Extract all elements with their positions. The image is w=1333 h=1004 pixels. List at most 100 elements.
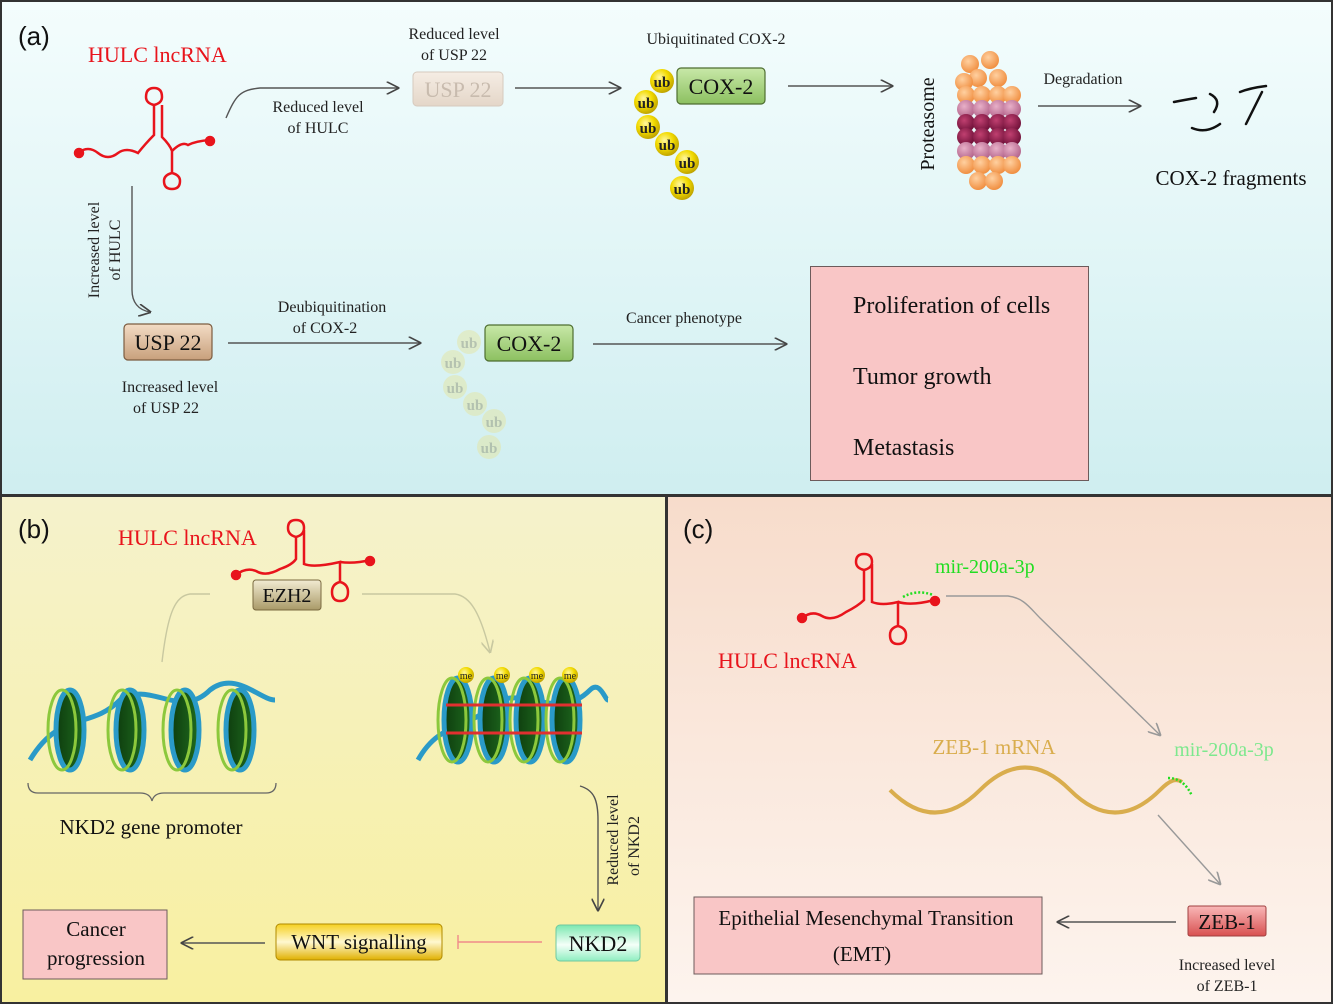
outcome-proliferation: Proliferation of cells bbox=[853, 293, 1051, 319]
arrow-ezh2-left bbox=[161, 593, 210, 663]
ubiquitinated-cox2-label: Ubiquitinated COX-2 bbox=[646, 31, 785, 48]
reduced-hulc-line2: of HULC bbox=[288, 120, 349, 137]
methyl-marks: me me me me bbox=[458, 667, 578, 683]
arrow-ezh2-right bbox=[362, 593, 490, 652]
arrow-mir-release bbox=[946, 595, 1160, 735]
reduced-usp22-line2: of USP 22 bbox=[421, 47, 487, 64]
mir-bound-hulc bbox=[902, 591, 934, 599]
panel-a-lncrna-title: HULC lncRNA bbox=[88, 42, 227, 67]
proteasome-core bbox=[957, 114, 1021, 146]
wnt-box bbox=[275, 923, 443, 961]
proteasome-label: Proteasome bbox=[917, 77, 939, 170]
svg-text:me: me bbox=[496, 671, 509, 682]
nucleosome-3 bbox=[168, 687, 202, 773]
ezh2-box bbox=[252, 579, 322, 611]
mir-bottom-label: mir-200a-3p bbox=[1174, 739, 1274, 761]
zeb1-label: ZEB-1 bbox=[1198, 910, 1255, 934]
proteasome-pink-ring-bottom bbox=[957, 142, 1021, 160]
increased-hulc-line2: of HULC bbox=[107, 220, 124, 281]
cancer-line2: progression bbox=[47, 946, 145, 970]
zeb-mrna-label: ZEB-1 mRNA bbox=[932, 735, 1056, 759]
wnt-label: WNT signalling bbox=[291, 930, 427, 954]
increased-zeb1-line1: Increased level bbox=[1179, 957, 1276, 974]
svg-text:ub: ub bbox=[638, 96, 655, 112]
emt-line2: (EMT) bbox=[833, 942, 891, 966]
increased-usp22-line1: Increased level bbox=[122, 379, 219, 396]
outcome-metastasis: Metastasis bbox=[853, 435, 955, 461]
ub-chain-bright: ub ub ub ub ub ub bbox=[634, 69, 699, 200]
usp22-label: USP 22 bbox=[134, 330, 201, 355]
mir-bound-zeb1 bbox=[1167, 776, 1194, 797]
svg-text:ub: ub bbox=[679, 156, 696, 172]
usp22-faded-box bbox=[412, 71, 504, 107]
usp22-faded-label: USP 22 bbox=[424, 77, 491, 102]
arrow-reduced-nkd2 bbox=[579, 785, 598, 910]
panel-b-hulc-rna-icon bbox=[230, 518, 376, 603]
reduced-nkd2-line2: of NKD2 bbox=[626, 816, 643, 876]
cox2-label-deubiquitinated: COX-2 bbox=[497, 331, 562, 356]
cox2-label-ubiquitinated: COX-2 bbox=[689, 74, 754, 99]
arrow-reduced-hulc bbox=[225, 88, 398, 119]
svg-text:ub: ub bbox=[447, 381, 464, 397]
svg-text:ub: ub bbox=[640, 121, 657, 137]
inhibition-nkd2-wnt bbox=[457, 935, 542, 949]
svg-text:ub: ub bbox=[674, 182, 691, 198]
increased-hulc-line1: Increased level bbox=[86, 201, 103, 298]
nucleosomes-unmethylated bbox=[27, 680, 276, 773]
reduced-nkd2-line1: Reduced level bbox=[605, 794, 622, 886]
increased-usp22-line2: of USP 22 bbox=[133, 400, 199, 417]
promoter-brace bbox=[27, 782, 277, 802]
deubiquitination-line1: Deubiquitination bbox=[278, 299, 386, 316]
panel-b-label: (b) bbox=[18, 514, 50, 544]
nucleosome-1 bbox=[53, 687, 87, 773]
svg-text:ub: ub bbox=[486, 415, 503, 431]
svg-text:ub: ub bbox=[654, 75, 671, 91]
svg-text:me: me bbox=[564, 671, 577, 682]
reduced-hulc-line1: Reduced level bbox=[272, 99, 364, 116]
panel-a-label: (a) bbox=[18, 21, 50, 51]
cancer-progression-box bbox=[22, 909, 168, 980]
cox2-fragments-label: COX-2 fragments bbox=[1155, 166, 1306, 190]
svg-text:me: me bbox=[460, 671, 473, 682]
degradation-label: Degradation bbox=[1043, 71, 1122, 88]
nkd2-box bbox=[555, 924, 641, 962]
cox2-fragments-icon bbox=[1172, 84, 1268, 132]
proteasome-icon bbox=[955, 51, 1021, 190]
proteasome-orange-ring-bottom bbox=[957, 156, 1021, 190]
cancer-phenotype-box: Proliferation of cells Tumor growth Meta… bbox=[810, 266, 1089, 481]
ub-chain-faded: ub ub ub ub ub ub bbox=[441, 330, 506, 459]
proteasome-orange-ring-top bbox=[957, 86, 1021, 104]
nucleosome-4 bbox=[223, 687, 257, 773]
mir-top-label: mir-200a-3p bbox=[935, 556, 1035, 578]
nucleosomes-methylated: me me me me bbox=[415, 667, 610, 765]
usp22-box bbox=[123, 323, 213, 361]
svg-text:ub: ub bbox=[659, 138, 676, 154]
svg-text:me: me bbox=[531, 671, 544, 682]
arrow-increased-hulc bbox=[131, 186, 150, 312]
zeb1-mrna-wave bbox=[888, 765, 1184, 815]
arrow-to-zeb1 bbox=[1157, 814, 1220, 884]
svg-text:ub: ub bbox=[445, 356, 462, 372]
panel-c-label: (c) bbox=[683, 514, 713, 544]
panel-c-lncrna-title: HULC lncRNA bbox=[718, 648, 857, 673]
cox2-box-deubiquitinated bbox=[484, 324, 574, 362]
cox2-box-ubiquitinated bbox=[676, 67, 766, 105]
outcome-tumor-growth: Tumor growth bbox=[853, 364, 992, 390]
proteasome-pink-ring-top bbox=[957, 100, 1021, 118]
emt-box bbox=[693, 896, 1043, 975]
nucleosome-2 bbox=[113, 687, 147, 773]
zeb1-box bbox=[1187, 905, 1267, 937]
svg-text:ub: ub bbox=[481, 441, 498, 457]
promoter-label: NKD2 gene promoter bbox=[59, 815, 242, 839]
deubiquitination-line2: of COX-2 bbox=[293, 320, 357, 337]
cancer-line1: Cancer bbox=[66, 917, 125, 941]
panel-c-hulc-rna-icon bbox=[796, 552, 941, 646]
svg-text:ub: ub bbox=[467, 398, 484, 414]
ezh2-label: EZH2 bbox=[263, 585, 312, 607]
emt-line1: Epithelial Mesenchymal Transition bbox=[718, 906, 1014, 930]
panel-a-hulc-rna-icon bbox=[73, 86, 216, 191]
nkd2-label: NKD2 bbox=[569, 931, 628, 956]
svg-text:ub: ub bbox=[461, 336, 478, 352]
